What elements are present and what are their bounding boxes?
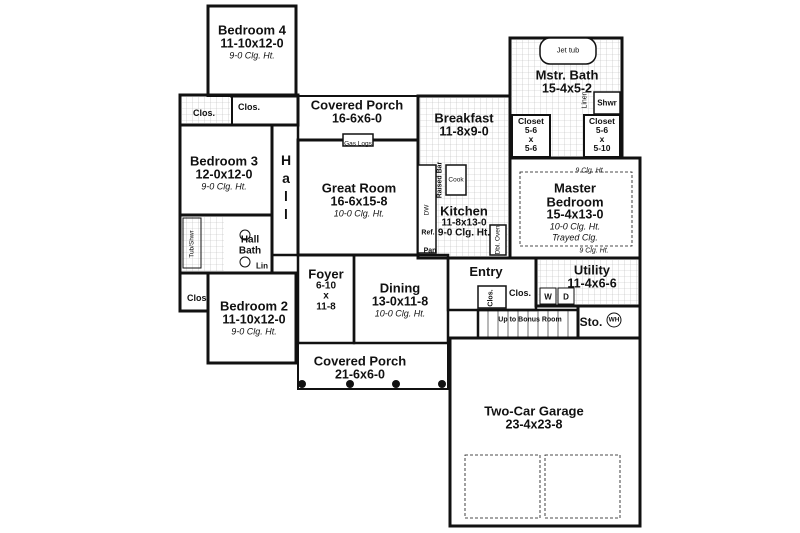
kitchen-ceiling: 9-0 Clg. Ht. (437, 227, 491, 239)
up-to-bonus-label: Up to Bonus Room (498, 316, 562, 324)
bedroom4-name: Bedroom 4 (218, 22, 286, 38)
dining-dims: 13-0x11-8 (371, 294, 429, 309)
closet1-name: Closet (518, 116, 544, 127)
great-room-label: Great Room 16-6x15-8 10-0 Clg. Ht. (322, 181, 396, 218)
garage-name: Two-Car Garage (484, 403, 584, 419)
master-bath-dims: 15-4x5-2 (541, 81, 593, 96)
dining-name: Dining (379, 280, 421, 296)
hall-label: Hall (278, 152, 294, 224)
front-porch-name: Covered Porch (313, 353, 407, 369)
clos-entry-label: Clos. (487, 289, 495, 307)
entry-label: Entry (469, 265, 502, 279)
shwr-label: Shwr (597, 98, 617, 108)
master-bedroom-note: Trayed Clg. (552, 232, 598, 243)
bedroom4-label: Bedroom 4 11-10x12-0 9-0 Clg. Ht. (218, 23, 286, 60)
clos-entry2-label: Clos. (508, 288, 532, 298)
master-bedroom-label: Master Bedroom 15-4x13-0 10-0 Clg. Ht. T… (546, 181, 603, 242)
utility-name: Utility (573, 262, 611, 278)
closet2-w: 5-6 (595, 125, 609, 136)
utility-dims: 11-4x6-6 (567, 276, 617, 291)
covered-porch-front (297, 342, 449, 390)
closet1-d: 5-6 (524, 142, 538, 153)
bedroom2-room (206, 271, 298, 365)
closet2-name: Closet (589, 116, 615, 127)
linen-label: Linen (581, 91, 589, 109)
cook-label: Cook (448, 176, 464, 184)
garage-label: Two-Car Garage 23-4x23-8 (484, 403, 584, 432)
bedroom3-label: Bedroom 3 12-0x12-0 9-0 Clg. Ht. (190, 154, 258, 191)
master-bedroom-ceiling: 10-0 Clg. Ht. (549, 221, 601, 232)
bedroom4-ceiling: 9-0 Clg. Ht. (229, 50, 275, 61)
jet-tub-label: Jet tub (556, 45, 580, 55)
kitchen-name: Kitchen (440, 203, 488, 219)
great-room-dims: 16-6x15-8 (330, 194, 388, 209)
washer-label: W (544, 292, 552, 302)
dining-ceiling: 10-0 Clg. Ht. (374, 308, 426, 319)
foyer-dims1: 6-10 (315, 280, 336, 292)
bedroom2-closet (178, 271, 210, 313)
foyer-dims2: 11-8 (316, 301, 336, 313)
kitchen-dims: 11-8x13-0 (441, 217, 487, 229)
clos-b4-label: Clos. (192, 108, 216, 118)
bedroom2-name: Bedroom 2 (220, 298, 288, 314)
rear-porch-label: Covered Porch 16-6x6-0 (310, 97, 404, 126)
hall-bath-name1: Hall (240, 234, 260, 246)
breakfast-name: Breakfast (434, 110, 494, 126)
foyer-name: Foyer (308, 266, 344, 282)
lin-label: Lin (256, 261, 268, 271)
master-bath-label: Mstr. Bath 15-4x5-2 (535, 67, 599, 96)
clos-b2-label: Clos. (186, 293, 210, 303)
dw-label: DW (423, 204, 431, 216)
ref-label: Ref. (421, 229, 435, 237)
foyer-label: Foyer 6-10 x 11-8 (308, 267, 343, 312)
dining-label: Dining 13-0x11-8 10-0 Clg. Ht. (372, 281, 428, 318)
closet2-label: Closet 5-6 x 5-10 (589, 117, 615, 153)
hall-bath-label: Hall Bath (238, 234, 262, 257)
breakfast-label: Breakfast 11-8x9-0 (434, 110, 494, 139)
closet2-d: 5-10 (593, 142, 611, 153)
clg-ht-bottom-label: 9 Clg. Ht. (579, 247, 609, 255)
clg-ht-top-label: 9 Clg. Ht. (575, 167, 605, 175)
tub-shwr-label: Tub/Shwr (188, 230, 196, 258)
closet1-w: 5-6 (524, 125, 538, 136)
dbl-oven-label: Dbl. Oven (494, 225, 502, 255)
hall-bath-name2: Bath (238, 245, 262, 256)
dryer-label: D (563, 292, 569, 302)
master-bedroom-name1: Master (554, 180, 596, 196)
master-bath-name: Mstr. Bath (535, 67, 599, 83)
utility-label: Utility 11-4x6-6 (567, 262, 617, 291)
bedroom2-ceiling: 9-0 Clg. Ht. (231, 326, 277, 337)
breakfast-dims: 11-8x9-0 (439, 124, 489, 139)
pan-label: Pan (423, 247, 437, 255)
great-room-ceiling: 10-0 Clg. Ht. (333, 208, 385, 219)
front-porch-label: Covered Porch 21-6x6-0 (313, 353, 407, 382)
bedroom3-name: Bedroom 3 (190, 153, 258, 169)
closet2-x: x (599, 134, 605, 144)
rear-porch-dims: 16-6x6-0 (331, 111, 383, 126)
master-bedroom-name2: Bedroom (546, 194, 604, 209)
two-car-garage (448, 336, 642, 528)
great-room-name: Great Room (321, 180, 397, 196)
front-porch-dims: 21-6x6-0 (334, 367, 386, 382)
raised-bar-label: Raised Bar (436, 161, 444, 199)
rear-porch-name: Covered Porch (310, 97, 404, 113)
bedroom4-dims: 11-10x12-0 (220, 36, 284, 51)
bedroom3-dims: 12-0x12-0 (195, 167, 253, 182)
master-bedroom-dims: 15-4x13-0 (546, 207, 604, 222)
garage-dims: 23-4x23-8 (505, 417, 563, 432)
foyer-dims-x: x (323, 290, 329, 302)
water-heater-label: WH (608, 316, 620, 324)
gas-logs-label: Gas Logs (344, 140, 372, 148)
clos-b3-label: Clos. (237, 102, 261, 112)
bedroom3-ceiling: 9-0 Clg. Ht. (201, 181, 247, 192)
entry-name: Entry (469, 264, 503, 280)
bedroom2-dims: 11-10x12-0 (222, 312, 286, 327)
closet1-x: x (528, 134, 534, 144)
sto-label: Sto. (579, 315, 603, 329)
kitchen-label: Kitchen 11-8x13-0 9-0 Clg. Ht. (438, 205, 490, 240)
closet1-label: Closet 5-6 x 5-6 (518, 117, 544, 153)
bedroom2-label: Bedroom 2 11-10x12-0 9-0 Clg. Ht. (220, 299, 288, 336)
